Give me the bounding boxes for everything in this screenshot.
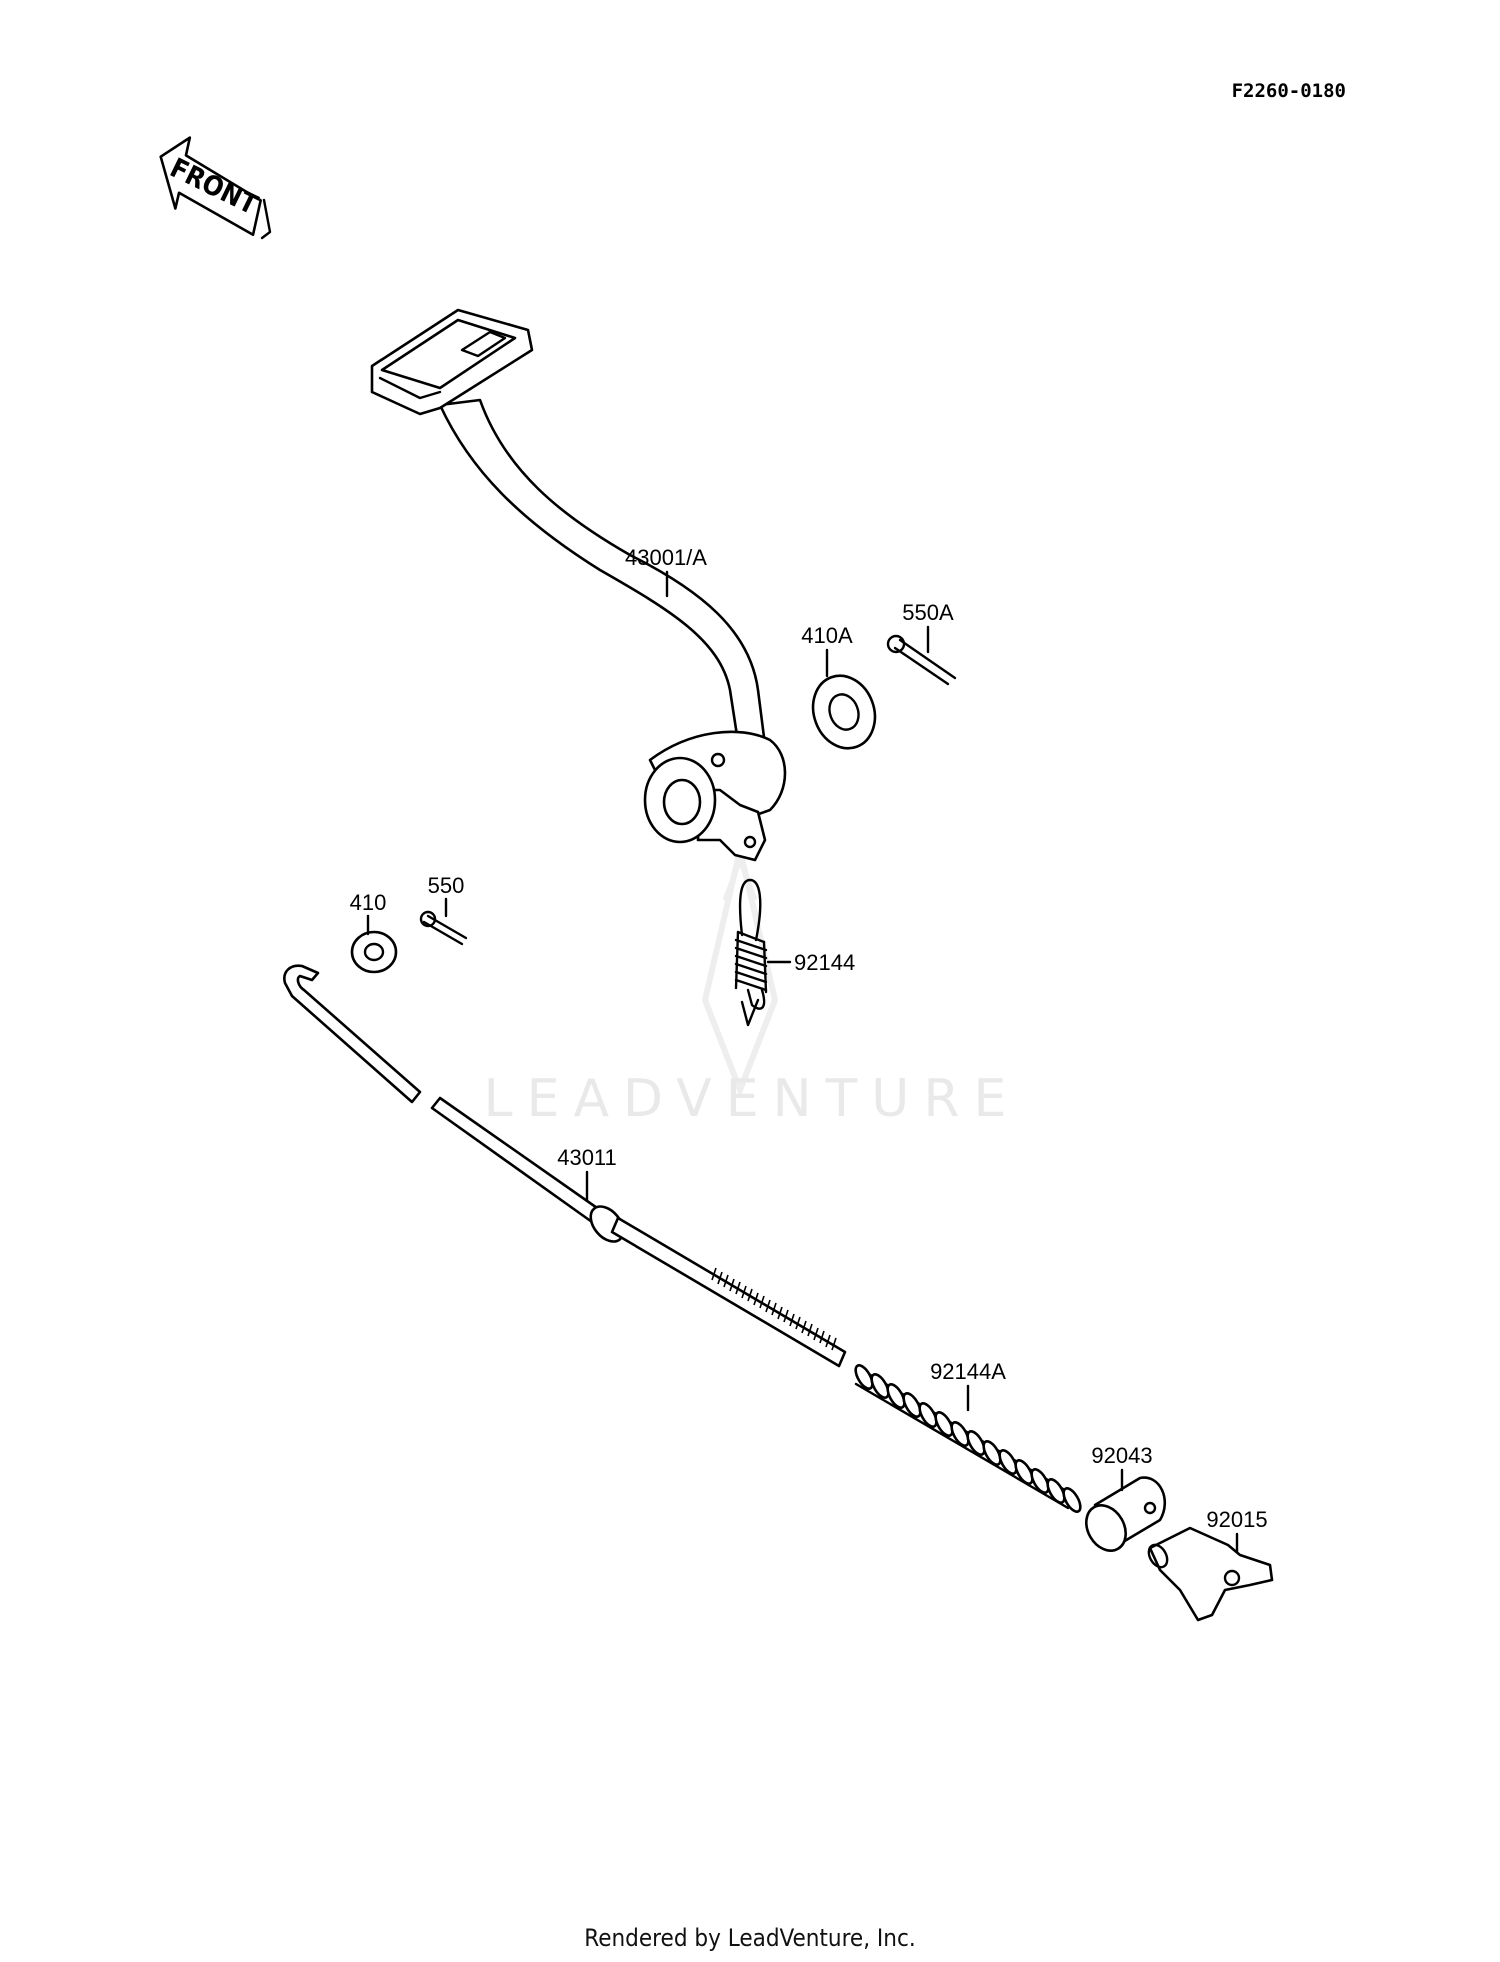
diagram-code: F2260-0180	[1232, 80, 1346, 102]
callout-43001a-label: 43001/A	[625, 545, 707, 570]
joint-92043-part	[1085, 1476, 1166, 1552]
callout-550: 550	[428, 873, 465, 918]
callout-410: 410	[350, 890, 387, 936]
cotter-pin-550a-part	[886, 634, 957, 686]
callout-43001a: 43001/A	[625, 545, 707, 598]
callout-43011-label: 43011	[557, 1145, 617, 1170]
rod-threads	[711, 1267, 837, 1351]
callout-410-label: 410	[350, 890, 387, 915]
watermark: LEADVENTURE	[484, 849, 1021, 1129]
callout-43011: 43011	[557, 1145, 617, 1202]
callout-92144a-label: 92144A	[930, 1359, 1006, 1384]
cotter-pin-550-part	[419, 910, 468, 946]
callout-410a: 410A	[801, 623, 853, 678]
callout-550-label: 550	[428, 873, 465, 898]
nut-92015-part	[1147, 1526, 1274, 1622]
callout-92043-label: 92043	[1091, 1443, 1152, 1468]
callouts: 43001/A 410A 550A 410 550 92144 43011 9	[350, 545, 1268, 1554]
washer-410-part	[350, 930, 398, 974]
spring-coils	[734, 930, 768, 994]
brake-pedal-part	[370, 308, 787, 862]
callout-550a-label: 550A	[902, 600, 954, 625]
callout-92043: 92043	[1091, 1443, 1153, 1492]
callout-550a: 550A	[902, 600, 954, 654]
front-arrow-icon: FRONT	[159, 136, 272, 240]
return-spring-92144-part	[734, 878, 768, 1027]
washer-410a-part	[811, 674, 877, 750]
callout-92015-label: 92015	[1206, 1507, 1267, 1532]
watermark-text: LEADVENTURE	[484, 1069, 1021, 1129]
callout-92144a: 92144A	[930, 1359, 1006, 1412]
rod-spring-92144a-part	[854, 1364, 1082, 1513]
callout-92015: 92015	[1206, 1507, 1268, 1554]
callout-92144: 92144	[766, 950, 855, 975]
brake-rod-part	[283, 964, 847, 1368]
callout-92144-label: 92144	[794, 950, 855, 975]
callout-410a-label: 410A	[801, 623, 853, 648]
footer-credit: Rendered by LeadVenture, Inc.	[584, 1924, 915, 1952]
rod-spring-coils	[854, 1364, 1082, 1513]
